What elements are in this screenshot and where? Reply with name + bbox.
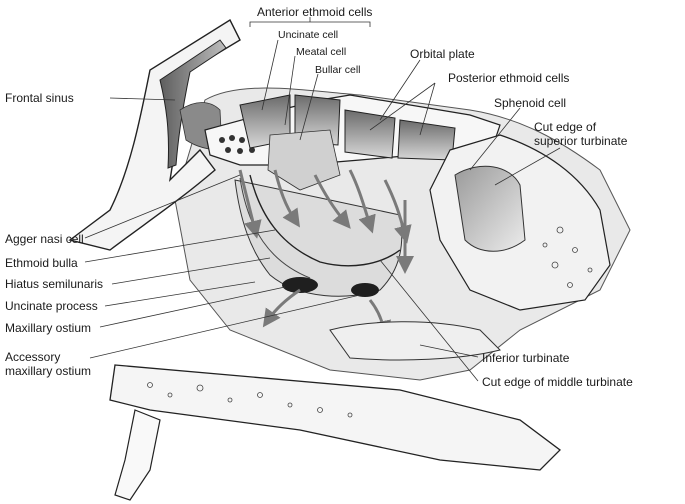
palate-bone-marrow-dots bbox=[147, 382, 353, 418]
frontal-sinus-cavity bbox=[159, 39, 227, 169]
posterior-ethmoid-cell-1 bbox=[344, 109, 396, 159]
label-sphenoid-cell: Sphenoid cell bbox=[494, 96, 567, 110]
label-accessory-maxillary-ostium: Accessory maxillary ostium bbox=[5, 350, 91, 378]
label-frontal-sinus: Frontal sinus bbox=[5, 91, 74, 105]
label-orbital-plate: Orbital plate bbox=[410, 47, 475, 61]
label-meatal-cell: Meatal cell bbox=[296, 46, 347, 58]
label-inferior-turbinate: Inferior turbinate bbox=[482, 351, 570, 365]
label-cut-edge-superior-turbinate: Cut edge of superior turbinate bbox=[534, 120, 627, 148]
label-uncinate-process: Uncinate process bbox=[5, 299, 98, 313]
label-maxillary-ostium: Maxillary ostium bbox=[5, 321, 92, 335]
accessory-maxillary-ostium-opening bbox=[351, 283, 379, 297]
uncinate-process-edge bbox=[239, 177, 311, 279]
hard-palate bbox=[109, 364, 561, 471]
label-accessory-maxillary-ostium-line1: Accessory bbox=[5, 350, 61, 364]
drainage-arrows bbox=[238, 169, 414, 339]
label-cut-edge-middle-turbinate: Cut edge of middle turbinate bbox=[482, 375, 633, 389]
maxillary-ostium-opening bbox=[282, 277, 318, 293]
label-anterior-ethmoid-cells: Anterior ethmoid cells bbox=[257, 5, 373, 19]
label-hiatus-semilunaris: Hiatus semilunaris bbox=[5, 277, 104, 291]
incisor-tooth bbox=[114, 409, 161, 501]
label-cut-edge-superior-turbinate-line2: superior turbinate bbox=[534, 134, 628, 148]
leader-lines bbox=[84, 17, 561, 382]
sphenoid-bone-marrow-dots bbox=[542, 226, 593, 288]
label-ethmoid-bulla: Ethmoid bulla bbox=[5, 256, 78, 270]
label-posterior-ethmoid-cells: Posterior ethmoid cells bbox=[448, 71, 570, 85]
sphenoid-cavity bbox=[454, 165, 526, 252]
label-agger-nasi-cell: Agger nasi cell bbox=[5, 232, 84, 246]
label-accessory-maxillary-ostium-line2: maxillary ostium bbox=[5, 364, 92, 378]
label-uncinate-cell: Uncinate cell bbox=[278, 29, 339, 41]
label-cut-edge-superior-turbinate-line1: Cut edge of bbox=[534, 120, 597, 134]
label-bullar-cell: Bullar cell bbox=[315, 64, 361, 76]
hiatus-semilunaris-groove bbox=[249, 174, 401, 267]
inferior-turbinate bbox=[329, 321, 501, 361]
